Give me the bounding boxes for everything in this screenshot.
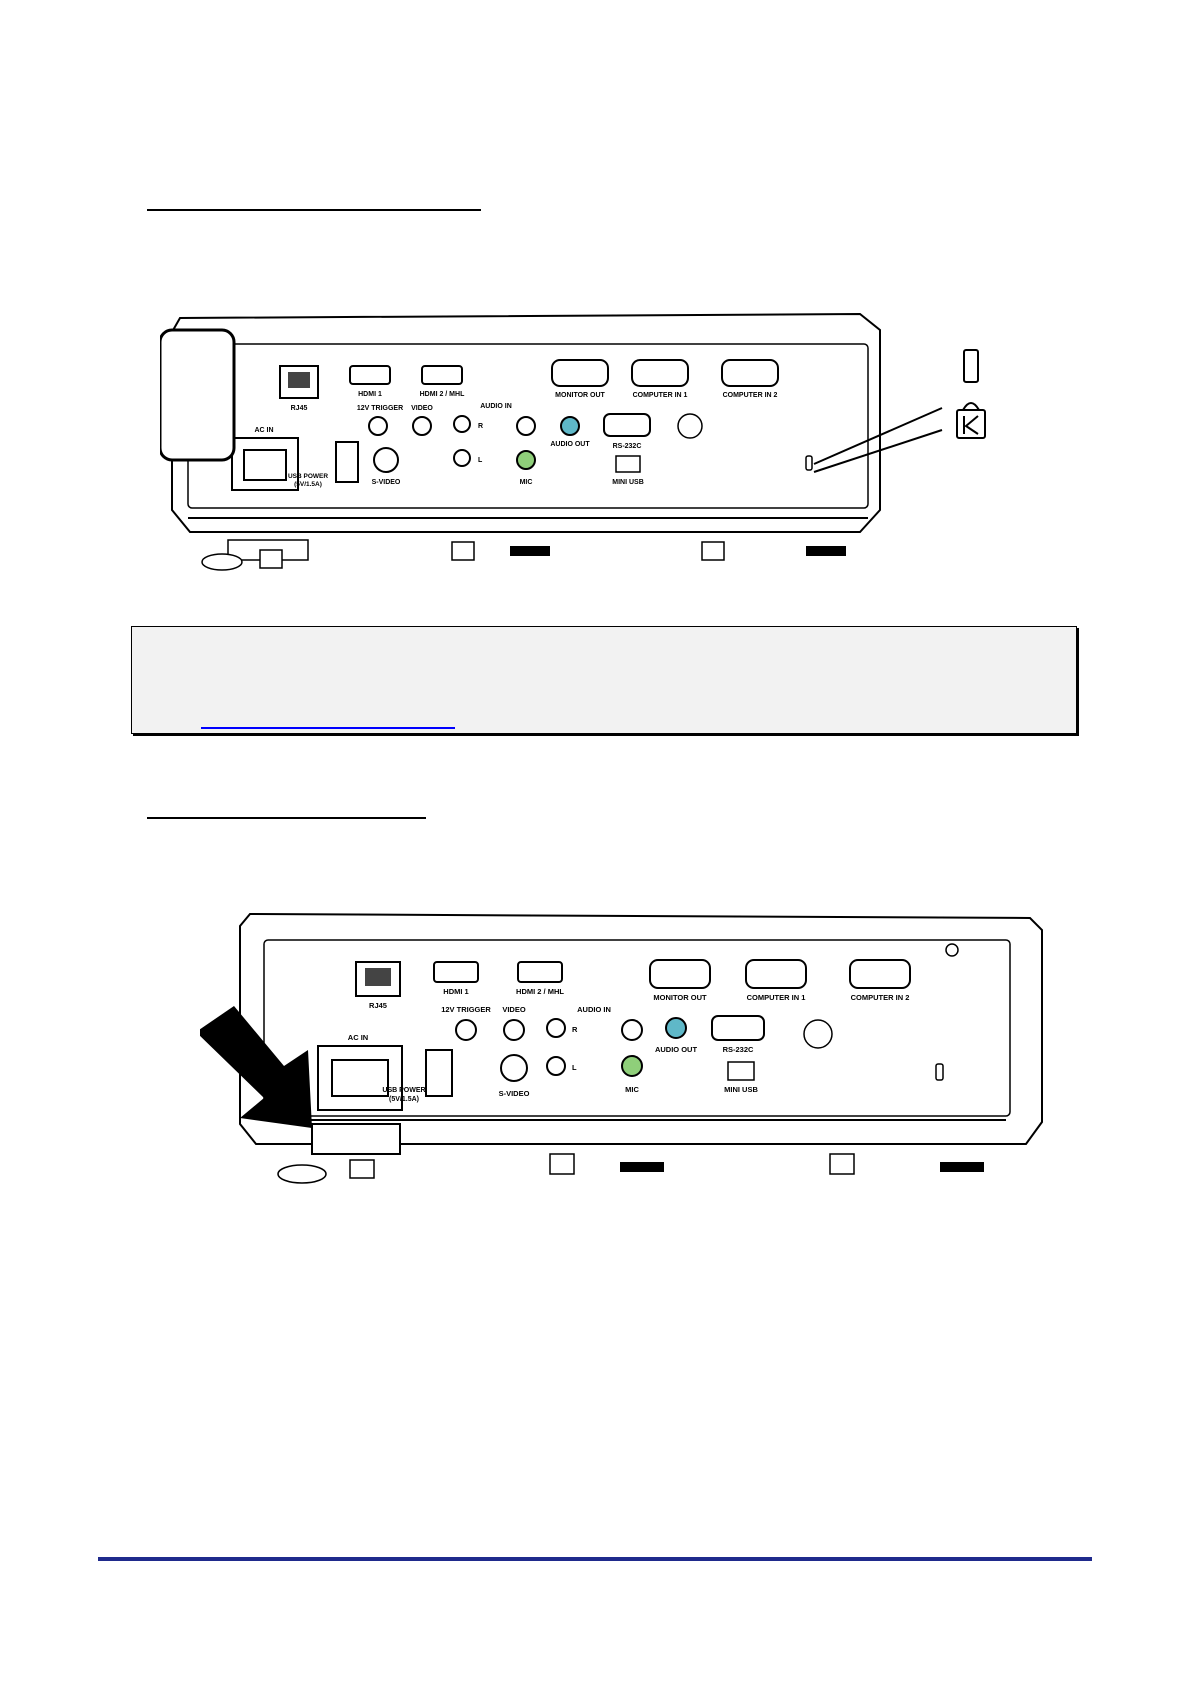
usb-power-rating-2: (5V/1.5A): [389, 1096, 419, 1103]
usb-power-rating: (5V/1.5A): [294, 481, 322, 488]
ac-in-label: AC IN: [254, 427, 273, 434]
rj45-label-2: RJ45: [369, 1001, 387, 1010]
mini-usb-label: MINI USB: [612, 479, 644, 486]
ac-in-label-2: AC IN: [348, 1033, 368, 1042]
audio-out-label-2: AUDIO OUT: [655, 1045, 698, 1054]
section-heading-underline: [147, 209, 481, 211]
computer-in2-label-2: COMPUTER IN 2: [851, 993, 910, 1002]
audio-r-label-2: R: [572, 1025, 578, 1034]
pointer-arrow-icon: [200, 1006, 312, 1128]
usb-power-label-2: USB POWER: [382, 1087, 425, 1094]
audio-in-label-2: AUDIO IN: [577, 1005, 611, 1014]
video-label: VIDEO: [411, 405, 433, 412]
video-label-2: VIDEO: [502, 1005, 526, 1014]
mic-label-2: MIC: [625, 1085, 639, 1094]
mic-label: MIC: [520, 479, 533, 486]
rs232c-label: RS-232C: [613, 443, 642, 450]
audio-l-label-2: L: [572, 1063, 577, 1072]
rj45-label: RJ45: [291, 405, 308, 412]
usb-power-label: USB POWER: [288, 473, 328, 480]
computer-in2-label: COMPUTER IN 2: [723, 392, 778, 399]
hdmi2-label: HDMI 2 / MHL: [420, 391, 465, 398]
projector-rear-panel-figure: RJ45 HDMI 1 HDMI 2 / MHL MONITOR OUT COM…: [160, 310, 1020, 580]
trigger-label: 12V TRIGGER: [357, 405, 403, 412]
note-hyperlink-underline[interactable]: [201, 727, 455, 729]
monitor-out-label: MONITOR OUT: [555, 392, 605, 399]
hdmi1-label-2: HDMI 1: [443, 987, 468, 996]
monitor-out-label-2: MONITOR OUT: [653, 993, 707, 1002]
trigger-label-2: 12V TRIGGER: [441, 1005, 491, 1014]
computer-in1-label: COMPUTER IN 1: [633, 392, 688, 399]
note-box: [131, 626, 1077, 734]
hdmi2-label-2: HDMI 2 / MHL: [516, 987, 564, 996]
audio-in-label: AUDIO IN: [480, 403, 512, 410]
audio-out-label: AUDIO OUT: [550, 441, 590, 448]
audio-r-label: R: [478, 423, 483, 430]
audio-l-label: L: [478, 457, 483, 464]
s-video-label-2: S-VIDEO: [499, 1089, 530, 1098]
kensington-lock-icon: [956, 409, 986, 439]
kensington-lock-callout: [160, 328, 236, 462]
hdmi1-label: HDMI 1: [358, 391, 382, 398]
projector-rear-panel-arrow-figure: RJ45 HDMI 1 HDMI 2 / MHL MONITOR OUT COM…: [200, 910, 1060, 1210]
section-heading-underline-2: [147, 817, 426, 819]
rs232c-label-2: RS-232C: [723, 1045, 754, 1054]
computer-in1-label-2: COMPUTER IN 1: [747, 993, 806, 1002]
mini-usb-label-2: MINI USB: [724, 1085, 758, 1094]
footer-rule: [98, 1557, 1092, 1561]
s-video-label: S-VIDEO: [372, 479, 401, 486]
